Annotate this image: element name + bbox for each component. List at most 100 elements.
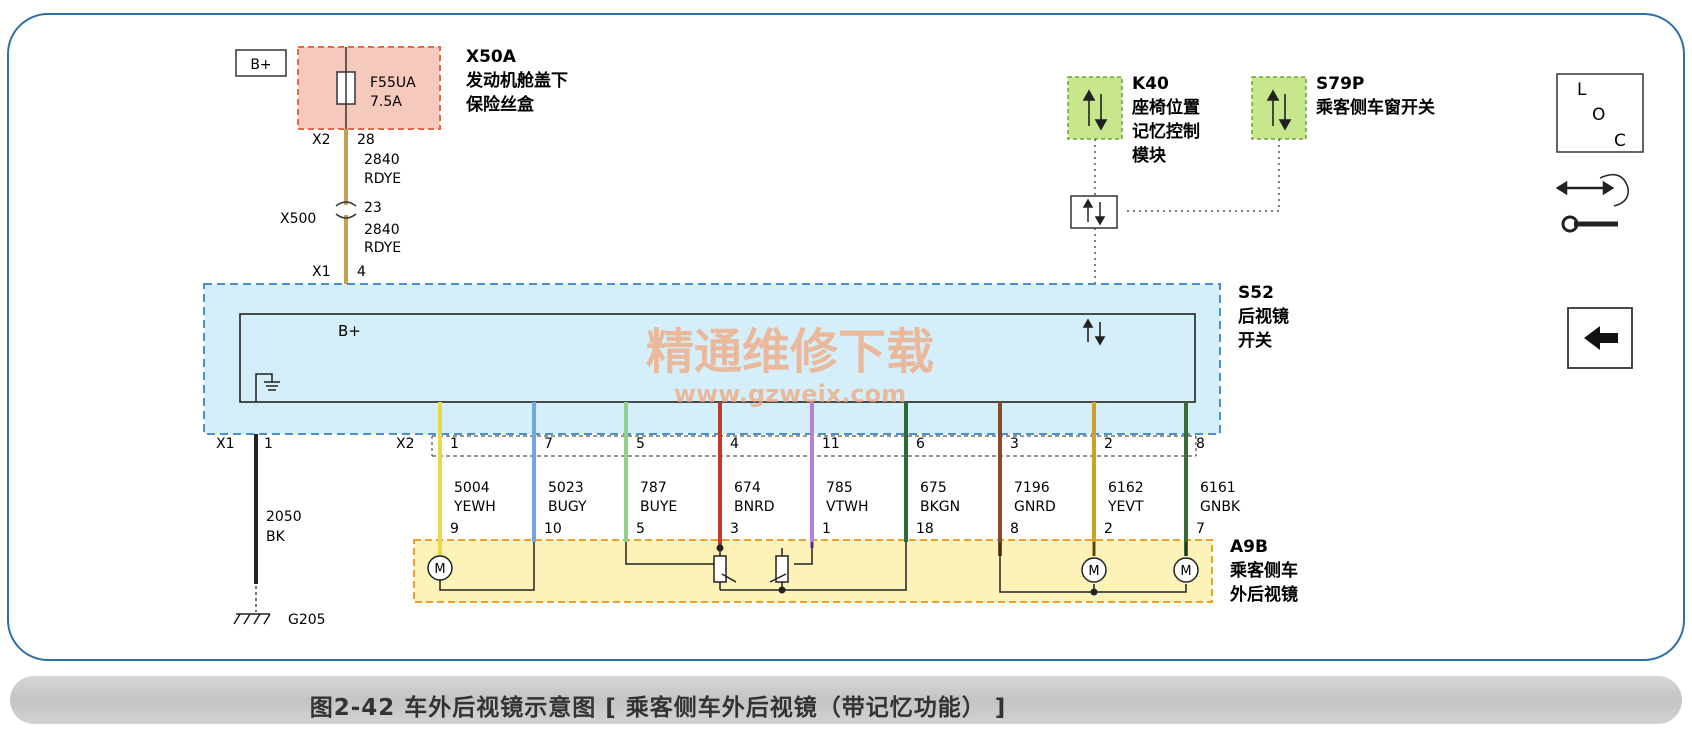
fuse-box-name-1: 发动机舱盖下 bbox=[465, 70, 568, 91]
feed-wire2-color: RDYE bbox=[364, 240, 401, 256]
harness-wires: 15004YEWH975023BUGY105787BUYE54674BNRD31… bbox=[438, 402, 1241, 556]
wire-top-pin: 5 bbox=[636, 436, 645, 452]
wire-bottom-pin: 10 bbox=[544, 521, 562, 537]
wire-number: 6161 bbox=[1200, 480, 1236, 496]
wire-top-pin: 1 bbox=[450, 436, 459, 452]
svg-text:M: M bbox=[1088, 564, 1099, 579]
loc-box bbox=[1556, 73, 1644, 153]
loc-letter-o: O bbox=[1592, 105, 1605, 125]
motor-icon: M bbox=[1173, 557, 1199, 583]
wire-color: VTWH bbox=[826, 499, 869, 515]
wire-color: BUYE bbox=[640, 499, 677, 515]
wire-bottom-pin: 7 bbox=[1196, 521, 1205, 537]
wire-top-pin: 2 bbox=[1104, 436, 1113, 452]
svg-text:M: M bbox=[1180, 564, 1191, 579]
bus-connector-box bbox=[1070, 195, 1118, 229]
feed-x500-pin: 23 bbox=[364, 200, 382, 216]
watermark-title: 精通维修下载 bbox=[646, 324, 934, 380]
wire-number: 5023 bbox=[548, 480, 584, 496]
bus-arrows-icon bbox=[1082, 198, 1106, 226]
watermark-url: www.gzweix.com bbox=[674, 380, 906, 408]
wire-top-pin: 11 bbox=[822, 436, 840, 452]
k40-module-box bbox=[1067, 76, 1123, 140]
loc-letter-l: L bbox=[1577, 80, 1587, 100]
junction-dot bbox=[716, 544, 724, 552]
fuse-rating-amps: 7.5A bbox=[370, 94, 402, 110]
s79p-id: S79P bbox=[1316, 74, 1364, 94]
feed-x2-label: X2 bbox=[312, 132, 331, 148]
wire-color: GNRD bbox=[1014, 499, 1056, 515]
a9b-circuit bbox=[439, 542, 1187, 593]
feed-x2-pin: 28 bbox=[357, 132, 375, 148]
wire-number: 787 bbox=[640, 480, 667, 496]
s52-switch-body bbox=[239, 313, 1196, 403]
wire-bottom-pin: 3 bbox=[730, 521, 739, 537]
wire-number: 7196 bbox=[1014, 480, 1050, 496]
wire-color: BUGY bbox=[548, 499, 587, 515]
wire-bottom-pin: 5 bbox=[636, 521, 645, 537]
fuse-rating-name: F55UA bbox=[370, 75, 416, 91]
wire-bottom-pin: 1 bbox=[822, 521, 831, 537]
connector-x2-label: X2 bbox=[396, 436, 415, 452]
svg-text:M: M bbox=[434, 562, 445, 577]
a9b-name-1: 乘客侧车 bbox=[1229, 560, 1298, 581]
wire-top-pin: 7 bbox=[544, 436, 553, 452]
s79p-arrows-icon bbox=[1266, 89, 1292, 131]
wire-color: YEWH bbox=[453, 499, 496, 515]
wire-bottom-pin: 18 bbox=[916, 521, 934, 537]
wire-top-pin: 6 bbox=[916, 436, 925, 452]
data-bus-lines bbox=[1094, 139, 1280, 288]
junction-dot bbox=[778, 586, 786, 594]
power-label: B+ bbox=[250, 57, 271, 73]
chassis-ground-icon bbox=[233, 613, 271, 625]
wire-number: 6162 bbox=[1108, 480, 1144, 496]
feed-x500-label: X500 bbox=[280, 211, 316, 227]
ground-icon bbox=[255, 373, 280, 402]
figure-caption: 图2-42 车外后视镜示意图 [ 乘客侧车外后视镜（带记忆功能） ] bbox=[309, 695, 1007, 721]
s52-bplus-label: B+ bbox=[338, 322, 361, 340]
harness-service-icon bbox=[1555, 173, 1629, 233]
wire-color: BKGN bbox=[920, 499, 960, 515]
power-source-box bbox=[235, 49, 287, 77]
wire-number: 785 bbox=[826, 480, 853, 496]
wire-number: 674 bbox=[734, 480, 761, 496]
k40-name-3: 模块 bbox=[1132, 145, 1167, 166]
a9b-id: A9B bbox=[1230, 537, 1268, 557]
caption-bar bbox=[10, 676, 1682, 724]
feed-x1-pin: 4 bbox=[357, 264, 366, 280]
wire-number: 675 bbox=[920, 480, 947, 496]
motor-icon: M bbox=[427, 555, 453, 581]
wire-number: 5004 bbox=[454, 480, 490, 496]
ground-point: G205 bbox=[288, 612, 326, 628]
wire-top-pin: 8 bbox=[1196, 436, 1205, 452]
k40-name-2: 记忆控制 bbox=[1132, 121, 1200, 142]
loc-letter-c: C bbox=[1614, 131, 1626, 151]
feed-x1-label: X1 bbox=[312, 264, 331, 280]
s52-switch-area bbox=[203, 283, 1221, 435]
ground-wire-number: 2050 bbox=[266, 509, 302, 525]
fuse-box-name-2: 保险丝盒 bbox=[465, 94, 535, 115]
a9b-name-2: 外后视镜 bbox=[1230, 584, 1298, 605]
wire-color: GNBK bbox=[1200, 499, 1241, 515]
feed-wire1-number: 2840 bbox=[364, 152, 400, 168]
s52-id: S52 bbox=[1238, 283, 1274, 303]
ground-wire-color: BK bbox=[266, 529, 286, 545]
wire-color: BNRD bbox=[734, 499, 775, 515]
left-arrow-icon bbox=[1584, 326, 1618, 350]
k40-arrows-icon bbox=[1082, 89, 1108, 131]
k40-name-1: 座椅位置 bbox=[1132, 97, 1200, 118]
wire-top-pin: 3 bbox=[1010, 436, 1019, 452]
s52-name-1: 后视镜 bbox=[1238, 306, 1289, 327]
s52-name-2: 开关 bbox=[1238, 330, 1272, 351]
ground-x1-label: X1 bbox=[216, 436, 235, 452]
wire-bottom-pin: 9 bbox=[450, 521, 459, 537]
wire-bottom-pin: 2 bbox=[1104, 521, 1113, 537]
inline-connector-icon bbox=[335, 201, 357, 207]
fuse-box bbox=[297, 46, 441, 130]
s79p-name: 乘客侧车窗开关 bbox=[1315, 97, 1435, 118]
motor-icon: M bbox=[1081, 557, 1107, 583]
junction-dot bbox=[1090, 588, 1098, 596]
ground-pin: 1 bbox=[264, 436, 273, 452]
s52-arrows-icon bbox=[1082, 318, 1106, 346]
